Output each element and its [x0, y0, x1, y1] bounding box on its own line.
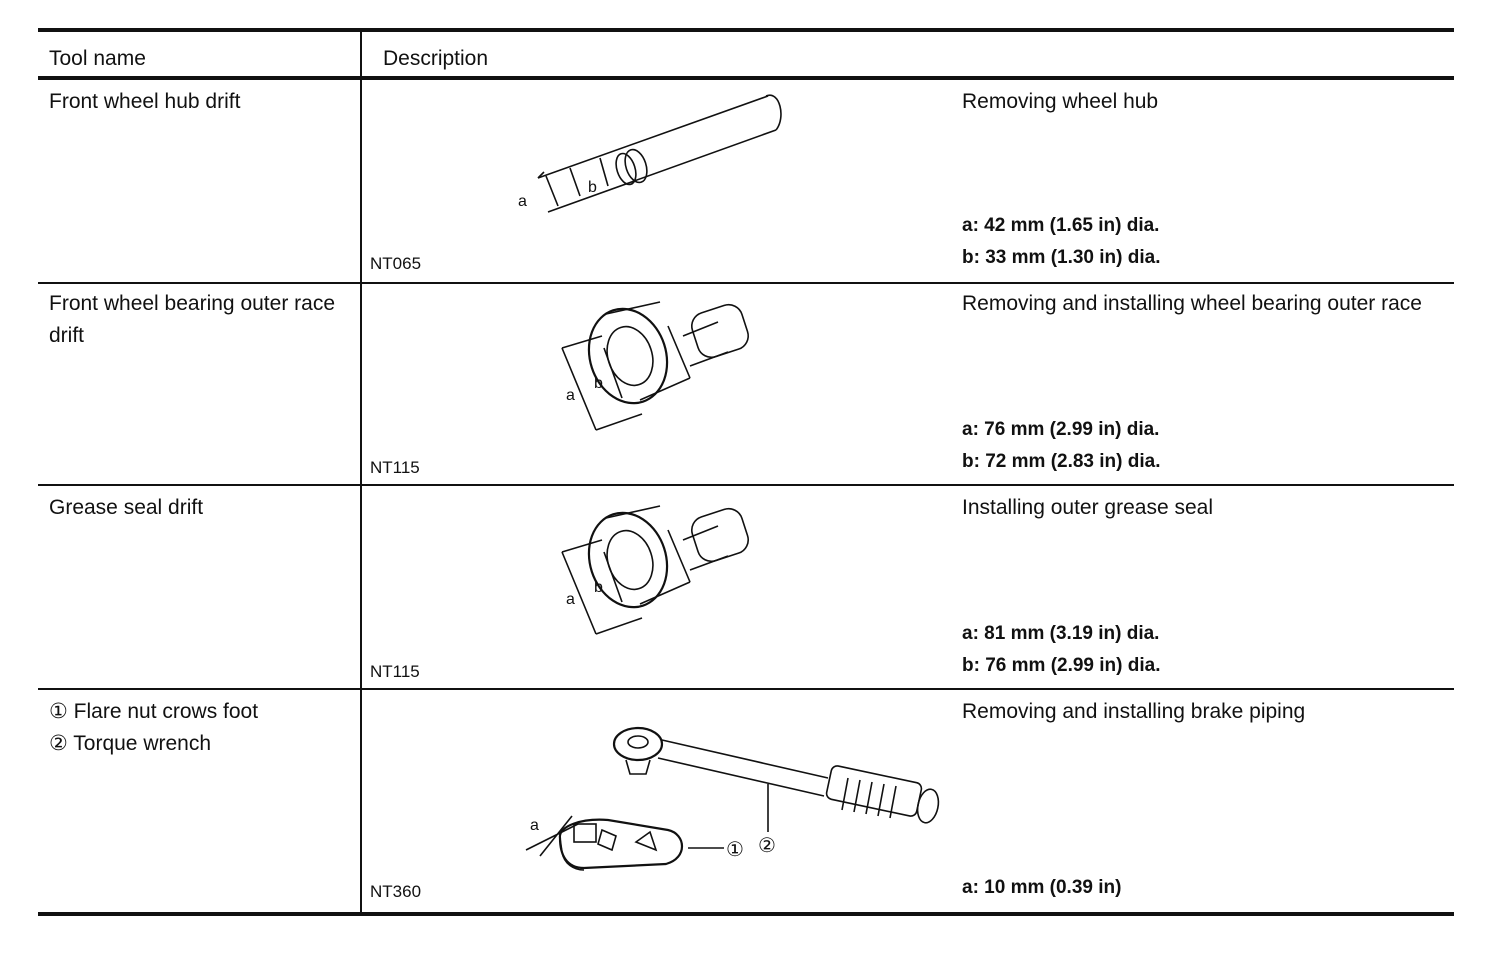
row-2-label-a: a: [566, 387, 575, 404]
row-4-tool-name-1: ① Flare nut crows foot: [49, 700, 259, 723]
column-divider: [360, 32, 362, 916]
row-4-spec-a: a: 10 mm (0.39 in): [962, 877, 1122, 898]
seal-drift-icon: a b: [561, 505, 749, 635]
row-4-callout-1: ①: [726, 839, 744, 861]
row-4-description: Removing and installing brake piping: [962, 700, 1306, 723]
row-4-figure-code: NT360: [370, 882, 422, 901]
row-3-spec-b: b: 76 mm (2.99 in) dia.: [962, 655, 1161, 676]
row-1-figure-code: NT065: [370, 254, 422, 273]
row-2-spec-b: b: 72 mm (2.83 in) dia.: [962, 451, 1161, 472]
row-3-spec-a: a: 81 mm (3.19 in) dia.: [962, 623, 1160, 644]
row-4-label-a: a: [530, 817, 539, 834]
row-2-description: Removing and installing wheel bearing ou…: [962, 292, 1422, 315]
header-divider: [38, 76, 1454, 80]
special-tools-table: Tool name Description Front wheel hub dr…: [38, 28, 1454, 916]
row-3-figure-code: NT115: [370, 662, 420, 681]
row-divider: [38, 282, 1454, 284]
hub-drift-icon: a b: [518, 94, 782, 213]
row-divider: [38, 484, 1454, 486]
race-drift-icon: a b: [561, 301, 749, 431]
row-1-spec-a: a: 42 mm (1.65 in) dia.: [962, 215, 1160, 236]
row-divider: [38, 688, 1454, 690]
row-1-description: Removing wheel hub: [962, 90, 1159, 113]
row-4-tool-names: ① Flare nut crows foot ② Torque wrench: [49, 696, 349, 760]
header-description: Description: [383, 47, 489, 70]
row-3-label-a: a: [566, 591, 575, 608]
row-3-label-b: b: [594, 579, 603, 596]
row-1-spec-b: b: 33 mm (1.30 in) dia.: [962, 247, 1161, 268]
table-bottom-border: [38, 912, 1454, 916]
header-tool-name: Tool name: [49, 47, 146, 70]
row-1-label-b: b: [588, 179, 597, 196]
row-2-figure-code: NT115: [370, 458, 420, 477]
row-2-tool-name: Front wheel bearing outer race drift: [49, 292, 335, 347]
row-3-tool-name: Grease seal drift: [49, 496, 204, 519]
row-1-tool-name: Front wheel hub drift: [49, 90, 241, 113]
row-1-label-a: a: [518, 193, 527, 210]
torque-wrench-icon: a ① ②: [525, 726, 940, 871]
table-top-border: [38, 28, 1454, 32]
row-4-callout-2: ②: [758, 835, 776, 857]
row-4-tool-name-2: ② Torque wrench: [49, 732, 212, 755]
row-2-label-b: b: [594, 375, 603, 392]
row-2-spec-a: a: 76 mm (2.99 in) dia.: [962, 419, 1160, 440]
row-3-description: Installing outer grease seal: [962, 496, 1213, 519]
